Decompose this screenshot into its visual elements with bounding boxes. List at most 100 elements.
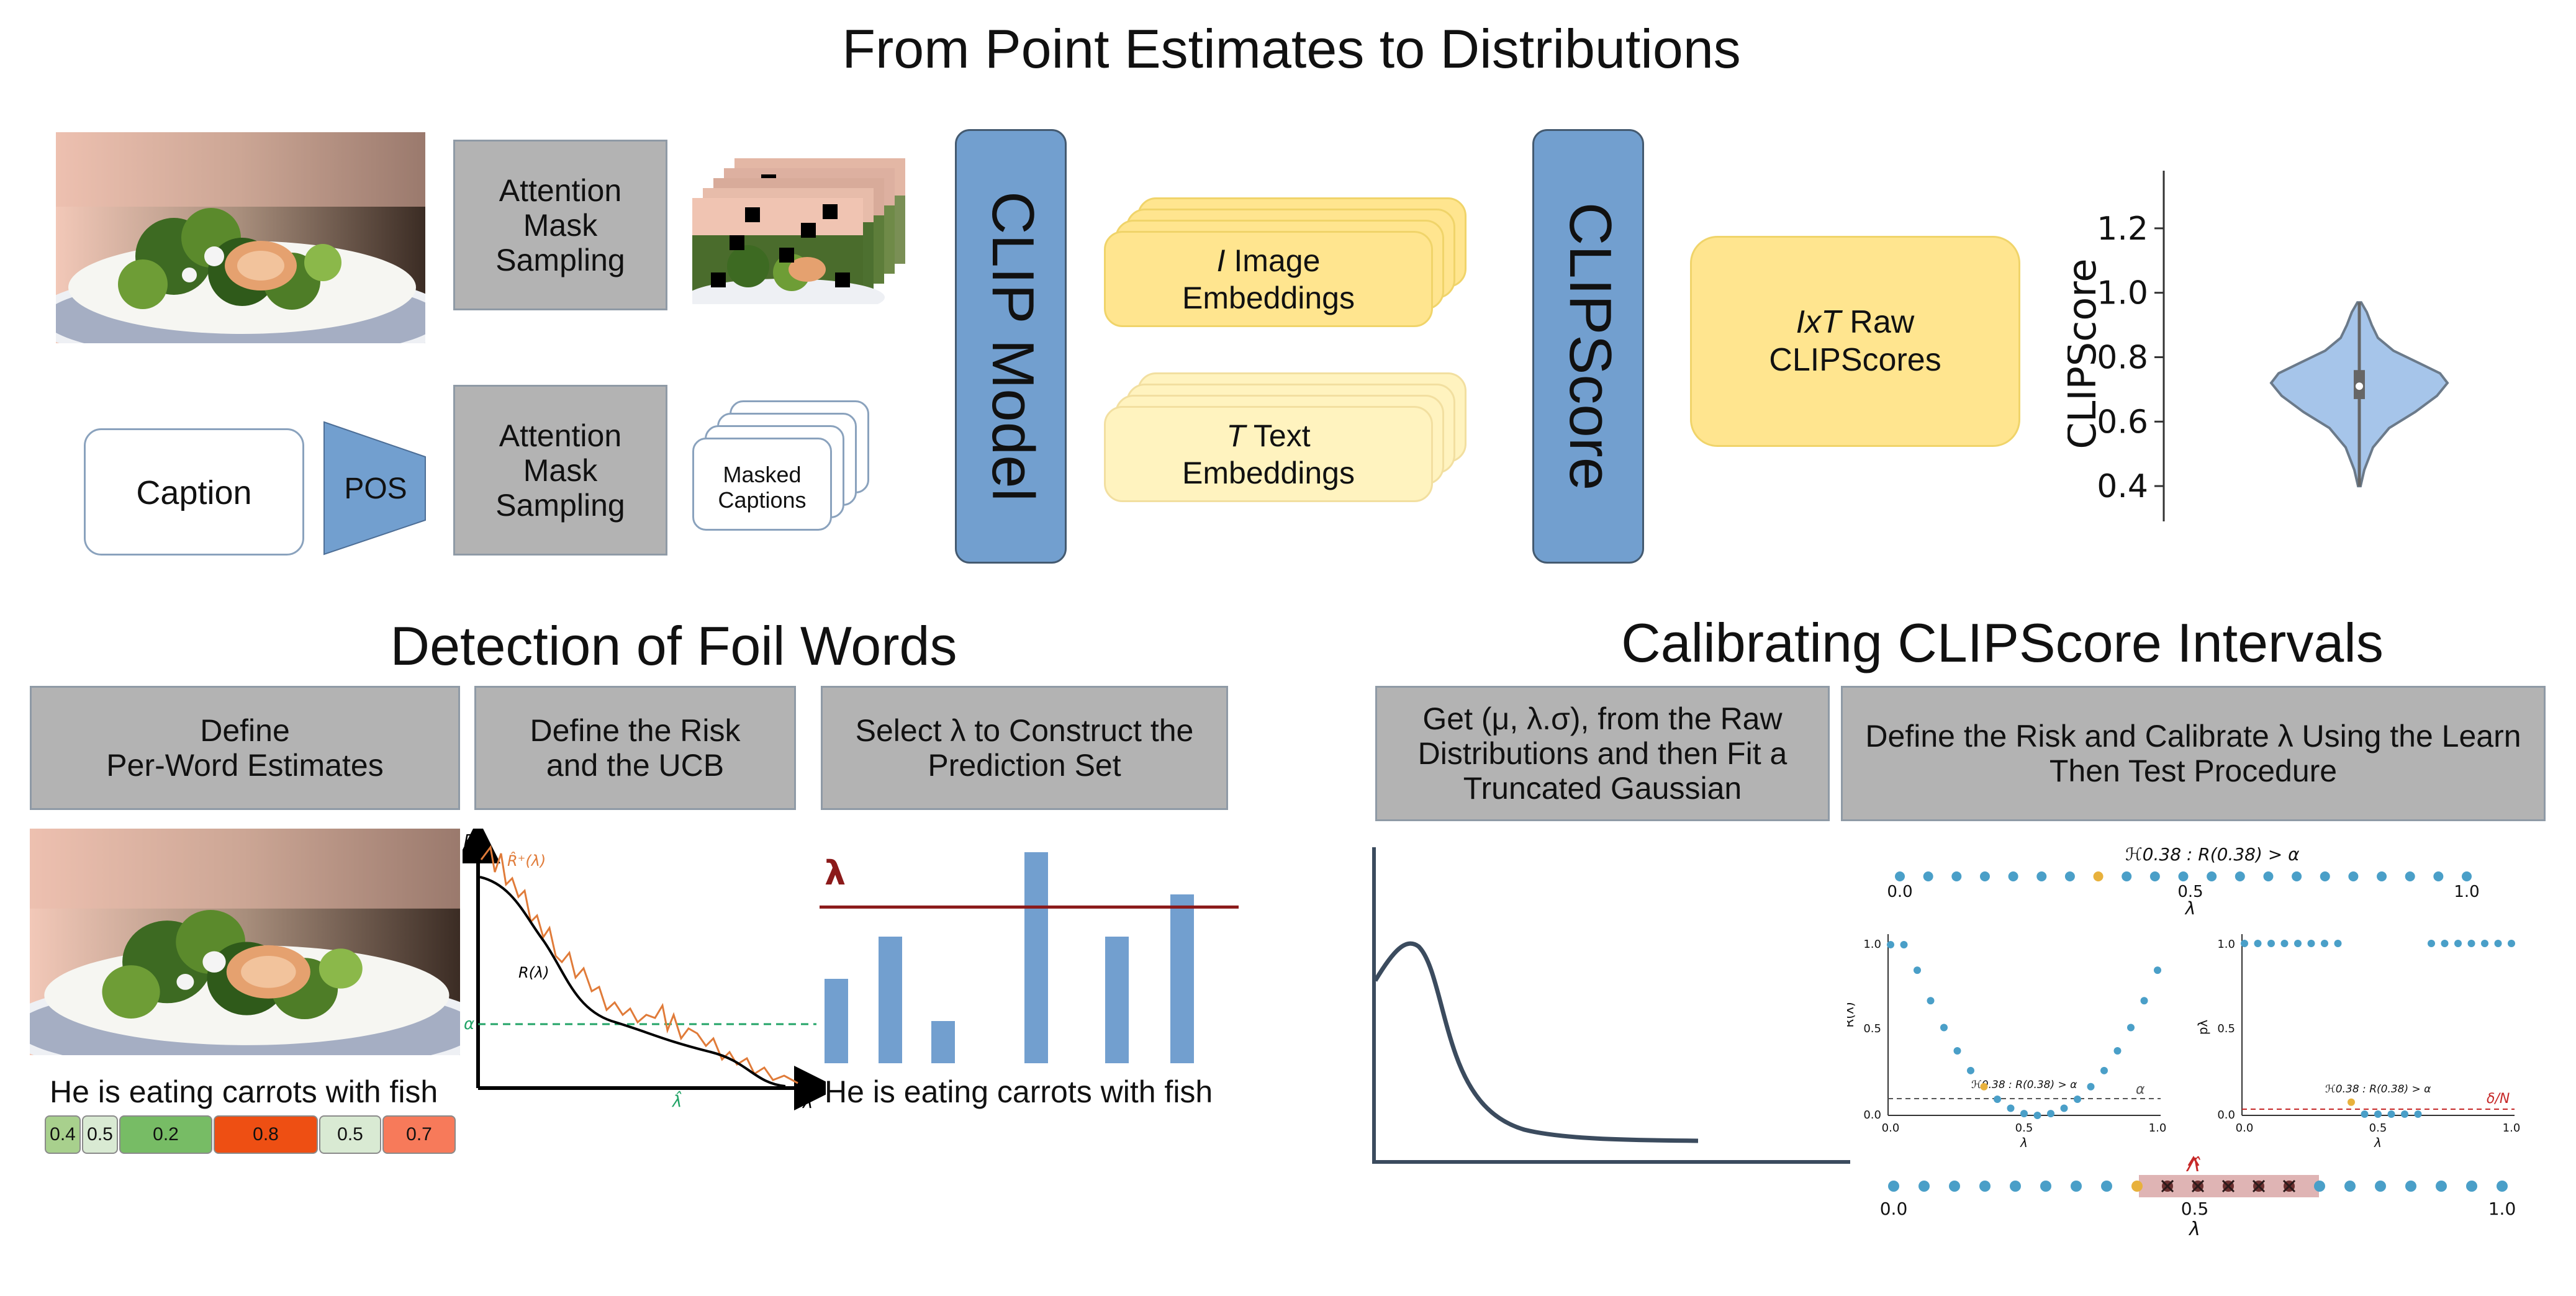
text-embeddings-italic: T bbox=[1226, 418, 1245, 453]
ltt-risk-dot bbox=[1953, 1047, 1961, 1055]
ltt-top-tick-mid: 0.5 bbox=[2177, 883, 2203, 901]
lambda-bar bbox=[1105, 937, 1129, 1063]
ltt-delta-label: δ/N bbox=[2487, 1091, 2510, 1107]
ltt-bottom-dot bbox=[1918, 1181, 1930, 1192]
ltt-risk-dot bbox=[2007, 1104, 2015, 1112]
ltt-top-dot bbox=[2292, 871, 2302, 881]
masked-captions-label: Masked Captions bbox=[718, 462, 807, 513]
text-embeddings-line2: Embeddings bbox=[1182, 455, 1355, 490]
ltt-bottom-dot bbox=[2497, 1181, 2508, 1192]
ltt-risk-xtick-0: 0.0 bbox=[1882, 1122, 1900, 1135]
ltt-bottom-dot bbox=[2010, 1181, 2021, 1192]
ltt-risk-dot bbox=[1994, 1096, 2001, 1104]
violin-tick-label: 0.8 bbox=[2097, 339, 2148, 376]
ltt-risk-dot bbox=[1980, 1082, 1988, 1091]
ltt-set-cross bbox=[2161, 1179, 2174, 1193]
ltt-set-cross bbox=[2282, 1179, 2296, 1193]
ltt-p-xtick-05: 0.5 bbox=[2369, 1122, 2387, 1135]
ltt-set-cross bbox=[2191, 1179, 2205, 1193]
ltt-risk-ylabel: R̂(λ) bbox=[1847, 1002, 1856, 1027]
ltt-p-dot bbox=[2267, 940, 2275, 947]
prediction-sentence: He is eating carrots with fish bbox=[825, 1074, 1213, 1109]
ltt-risk-dot bbox=[2060, 1104, 2068, 1112]
ltt-p-dot bbox=[2280, 940, 2289, 947]
ltt-top-dot bbox=[2008, 871, 2018, 881]
lambda-bar bbox=[825, 979, 848, 1063]
text-embeddings-label: T Text Embeddings bbox=[1182, 417, 1355, 492]
ltt-p-dot bbox=[2348, 1098, 2355, 1106]
ltt-top-dot bbox=[2320, 871, 2330, 881]
ltt-risk-xtick-1: 1.0 bbox=[2149, 1122, 2167, 1135]
image-embeddings-label: I Image Embeddings bbox=[1182, 242, 1355, 317]
ltt-top-hypothesis: ℋ0.38 : R(0.38) > α bbox=[2125, 844, 2300, 865]
violin-median bbox=[2356, 382, 2363, 390]
foil-step3-box: Select λ to Construct the Prediction Set bbox=[821, 686, 1228, 810]
image-embedding-card: I Image Embeddings bbox=[1104, 231, 1433, 327]
violin-tick-label: 0.6 bbox=[2097, 403, 2148, 441]
risk-y-label: R bbox=[464, 832, 475, 850]
caption-box: Caption bbox=[84, 428, 304, 556]
ltt-top-dot bbox=[2462, 871, 2472, 881]
ltt-p-dot bbox=[2334, 940, 2342, 947]
ltt-risk-dot bbox=[2074, 1096, 2081, 1104]
token-estimate: 0.5 bbox=[319, 1115, 381, 1154]
violin-tick-label: 1.2 bbox=[2097, 210, 2148, 248]
token-estimate: 0.4 bbox=[45, 1115, 81, 1154]
foil-sentence: He is eating carrots with fish bbox=[50, 1074, 438, 1109]
ltt-risk-ytick-0: 0.0 bbox=[1863, 1109, 1881, 1122]
ltt-top-dot bbox=[1979, 871, 1990, 881]
ltt-top-dot bbox=[2122, 871, 2132, 881]
ltt-set-cross bbox=[2252, 1179, 2266, 1193]
ltt-top-dot bbox=[2178, 871, 2189, 881]
ltt-risk-dot bbox=[2020, 1110, 2028, 1118]
ltt-risk-dot bbox=[2127, 1024, 2135, 1032]
ltt-alpha-label: α bbox=[2136, 1082, 2145, 1097]
ltt-top-dot bbox=[1895, 871, 1905, 881]
ltt-bottom-dot bbox=[1949, 1181, 1960, 1192]
ltt-bottom-tick-end: 1.0 bbox=[2488, 1199, 2516, 1219]
token-estimate: 0.2 bbox=[119, 1115, 212, 1154]
ltt-p-dot bbox=[2494, 940, 2502, 947]
raw-clipscores-line2: CLIPScores bbox=[1769, 342, 1941, 378]
ltt-top-dot bbox=[2433, 871, 2444, 881]
ltt-p-dot bbox=[2321, 940, 2328, 947]
ltt-p-ylabel: pλ bbox=[2195, 1020, 2210, 1035]
ltt-p-ytick-1: 1.0 bbox=[2217, 938, 2235, 951]
ltt-p-xtick-0: 0.0 bbox=[2236, 1122, 2254, 1135]
lambda-bar bbox=[931, 1021, 955, 1063]
alpha-label: α bbox=[464, 1015, 474, 1033]
ltt-top-dot bbox=[2093, 871, 2104, 881]
ltt-risk-dot bbox=[1887, 941, 1894, 948]
ltt-top-dot bbox=[2149, 871, 2160, 881]
ltt-risk-dot bbox=[2113, 1047, 2122, 1055]
ltt-top-lambda: λ bbox=[2184, 898, 2196, 919]
main-title: From Point Estimates to Distributions bbox=[842, 18, 1741, 79]
violin-tick-label: 1.0 bbox=[2097, 275, 2148, 312]
risk-curve-label: R(λ) bbox=[518, 964, 549, 981]
ltt-top-dot bbox=[2377, 871, 2387, 881]
ltt-risk-dot bbox=[1927, 997, 1935, 1005]
ltt-top-tick-end: 1.0 bbox=[2454, 883, 2479, 901]
ltt-bottom-tick-start: 0.0 bbox=[1880, 1199, 1908, 1219]
ltt-bottom-dot bbox=[2405, 1181, 2416, 1192]
lambda-bar bbox=[1024, 852, 1048, 1063]
ltt-bottom-dot bbox=[2131, 1181, 2143, 1192]
caption-label: Caption bbox=[136, 474, 252, 511]
ltt-risk-dot bbox=[2033, 1112, 2041, 1119]
ltt-top-dot bbox=[2207, 871, 2217, 881]
ltt-p-dot bbox=[2241, 940, 2248, 947]
ltt-risk-dot bbox=[1900, 941, 1908, 948]
ltt-p-dot bbox=[2294, 940, 2302, 947]
ltt-pvalue-subplot: pλ 1.0 0.5 0.0 0.0 0.5 1.0 λ δ/N ℋ0.38 :… bbox=[2195, 934, 2520, 1150]
ltt-p-dot bbox=[2387, 1110, 2395, 1118]
ltt-bottom-dot bbox=[1979, 1181, 1991, 1192]
ucb-label: R̂⁺(λ) bbox=[507, 852, 546, 870]
ltt-p-dot bbox=[2307, 940, 2315, 947]
image-embeddings-word: Image bbox=[1225, 243, 1321, 278]
pos-trapezoid bbox=[323, 421, 426, 556]
ltt-risk-dot bbox=[2154, 966, 2161, 974]
ltt-bottom-dot bbox=[2040, 1181, 2051, 1192]
lambda-bar bbox=[1170, 894, 1194, 1063]
ltt-risk-dot bbox=[2087, 1082, 2095, 1091]
raw-clipscores-label: IxT Raw CLIPScores bbox=[1769, 304, 1941, 380]
